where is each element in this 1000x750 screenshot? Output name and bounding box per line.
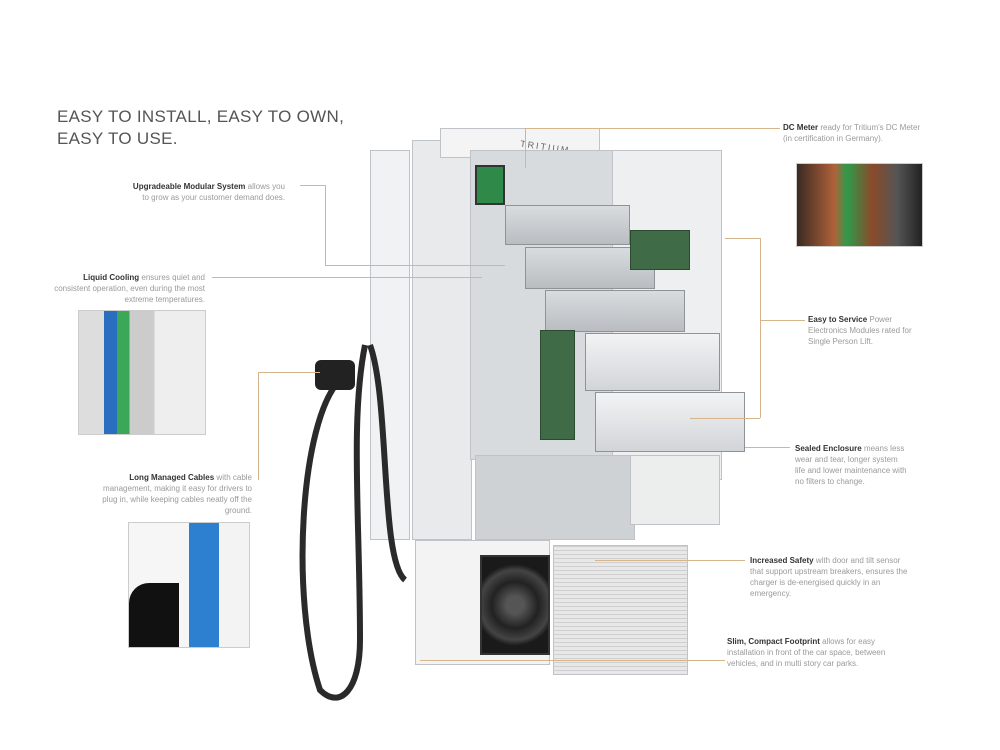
callout-text: ready for Tritium's DC Meter (in certifi… xyxy=(783,123,921,143)
dc-meter-photo xyxy=(796,163,923,247)
callout-heading: Increased Safety xyxy=(750,556,814,565)
callout-heading: Upgradeable Modular System xyxy=(132,182,246,191)
callout-compact-footprint: Slim, Compact Footprint allows for easy … xyxy=(727,636,892,669)
callout-heading: Slim, Compact Footprint xyxy=(727,637,820,646)
cable-photo xyxy=(128,522,250,648)
callout-text: allows you to grow as your customer dema… xyxy=(142,182,285,202)
callout-heading: Liquid Cooling xyxy=(83,273,140,282)
liquid-cooling-photo xyxy=(78,310,206,435)
callout-heading: Easy to Service xyxy=(808,315,868,324)
callout-liquid-cooling: Liquid Cooling ensures quiet and consist… xyxy=(50,272,205,305)
callout-heading: DC Meter xyxy=(783,123,819,132)
callout-text: means less wear and tear, longer system … xyxy=(795,444,907,486)
callout-heading: Long Managed Cables xyxy=(129,473,215,482)
callout-modular-system: Upgradeable Modular System allows you to… xyxy=(130,181,285,203)
callout-text: ensures quiet and consistent operation, … xyxy=(54,273,205,304)
callout-dc-meter: DC Meter ready for Tritium's DC Meter (i… xyxy=(783,122,923,144)
callout-sealed-enclosure: Sealed Enclosure means less wear and tea… xyxy=(795,443,910,487)
callout-easy-service: Easy to Service Power Electronics Module… xyxy=(808,314,933,347)
callout-increased-safety: Increased Safety with door and tilt sens… xyxy=(750,555,915,599)
page-title: EASY TO INSTALL, EASY TO OWN, EASY TO US… xyxy=(57,107,345,148)
callout-heading: Sealed Enclosure xyxy=(795,444,862,453)
callout-long-cables: Long Managed Cables with cable managemen… xyxy=(90,472,252,516)
callout-text: Power Electronics Modules rated for Sing… xyxy=(808,315,912,346)
callout-text: allows for easy installation in front of… xyxy=(727,637,886,668)
callout-text: with cable management, making it easy fo… xyxy=(102,473,252,515)
fan-icon xyxy=(480,555,550,655)
callout-text: with door and tilt sensor that support u… xyxy=(750,556,908,598)
